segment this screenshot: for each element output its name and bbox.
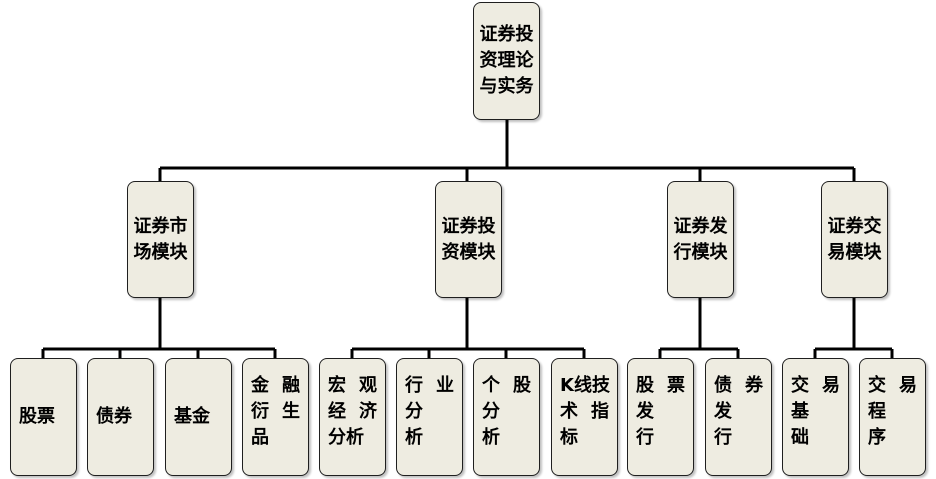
connector-root	[158, 120, 856, 181]
leaf-single-stock-r1a: 个	[482, 375, 500, 396]
module-market: 证券市 场模块	[127, 181, 194, 298]
leaf-derivatives-r2a: 衍	[251, 401, 269, 422]
leaf-stock-issue-r2: 发	[636, 401, 654, 422]
leaf-trade-procedure-r2: 程	[868, 401, 886, 422]
leaf-bond-issue-r1b: 券	[745, 375, 763, 396]
leaf-industry-r2: 分	[405, 401, 423, 422]
leaf-stock-issue-r1b: 票	[667, 375, 685, 396]
leaf-trade-procedure-r3: 序	[868, 427, 886, 448]
leaf-bond-issue-r1a: 债	[714, 375, 732, 396]
leaf-stock-text: 股票	[19, 406, 55, 427]
module-investment: 证券投 资模块	[435, 181, 502, 298]
module-trading-line-2: 易模块	[827, 241, 882, 263]
leaf-trade-basics: 交易 基 础	[782, 358, 849, 476]
module-market-line-2: 场模块	[133, 241, 188, 263]
leaf-bond-issue-r3: 行	[714, 427, 732, 448]
leaf-bond-issue-r2: 发	[714, 401, 732, 422]
leaf-derivatives-r3: 品	[251, 427, 269, 448]
leaf-trade-basics-r3: 础	[791, 427, 809, 448]
leaf-trade-procedure: 交易 程 序	[859, 358, 926, 476]
leaf-single-stock-r1b: 股	[513, 375, 531, 396]
module-issuance-line-2: 行模块	[673, 241, 728, 263]
leaf-kline: K线技 术指 标	[551, 358, 618, 476]
leaf-kline-r2a: 术	[560, 401, 578, 422]
leaf-bond: 债券	[87, 358, 154, 476]
leaf-kline-r1: K线技	[560, 375, 610, 396]
leaf-macro-r1b: 观	[359, 375, 377, 396]
leaf-stock-issue: 股票 发 行	[627, 358, 694, 476]
module-investment-line-1: 证券投	[441, 215, 496, 237]
leaf-trade-basics-r2: 基	[791, 401, 809, 422]
leaf-derivatives: 金融 衍生 品	[242, 358, 309, 476]
module-trading: 证券交 易模块	[821, 181, 888, 298]
leaf-fund-text: 基金	[174, 406, 210, 427]
leaf-industry-r1a: 行	[405, 375, 423, 396]
root-line-1: 证券投	[479, 24, 534, 45]
root-node: 证券投 资理论 与实务	[473, 2, 540, 120]
leaf-trade-procedure-r1b: 易	[899, 375, 917, 396]
leaf-derivatives-r1b: 融	[282, 375, 300, 396]
leaf-macro: 宏观 经济 分析	[319, 358, 386, 476]
leaf-industry-r1b: 业	[436, 375, 454, 396]
leaf-macro-r2a: 经	[328, 401, 346, 422]
connector-market	[41, 298, 277, 358]
module-investment-line-2: 资模块	[441, 241, 496, 263]
leaf-macro-r2b: 济	[359, 401, 377, 422]
leaf-stock-issue-r1a: 股	[636, 375, 654, 396]
connector-issue	[658, 298, 740, 358]
leaf-stock: 股票	[10, 358, 77, 476]
module-issuance-line-1: 证券发	[673, 215, 728, 237]
leaf-kline-r2b: 指	[591, 401, 609, 422]
module-market-line-1: 证券市	[133, 215, 188, 237]
connector-invest	[350, 298, 586, 358]
leaf-industry-r3: 析	[405, 427, 423, 448]
leaf-derivatives-r2b: 生	[282, 401, 300, 422]
leaf-kline-r3: 标	[560, 427, 578, 448]
leaf-derivatives-r1a: 金	[251, 375, 269, 396]
module-issuance: 证券发 行模块	[667, 181, 734, 298]
leaf-bond-text: 债券	[96, 406, 132, 427]
root-line-3: 与实务	[479, 76, 534, 97]
connector-trade	[813, 298, 894, 358]
leaf-trade-basics-r1a: 交	[791, 375, 809, 396]
leaf-single-stock: 个股 分 析	[473, 358, 540, 476]
leaf-trade-basics-r1b: 易	[822, 375, 840, 396]
leaf-macro-r1a: 宏	[328, 375, 346, 396]
leaf-macro-r3: 分析	[328, 427, 364, 448]
module-trading-line-1: 证券交	[827, 215, 882, 237]
leaf-fund: 基金	[165, 358, 232, 476]
leaf-industry: 行业 分 析	[396, 358, 463, 476]
leaf-single-stock-r2: 分	[482, 401, 500, 422]
leaf-bond-issue: 债券 发 行	[705, 358, 772, 476]
leaf-stock-issue-r3: 行	[636, 427, 654, 448]
root-line-2: 资理论	[479, 50, 534, 71]
leaf-single-stock-r3: 析	[482, 427, 500, 448]
leaf-trade-procedure-r1a: 交	[868, 375, 886, 396]
